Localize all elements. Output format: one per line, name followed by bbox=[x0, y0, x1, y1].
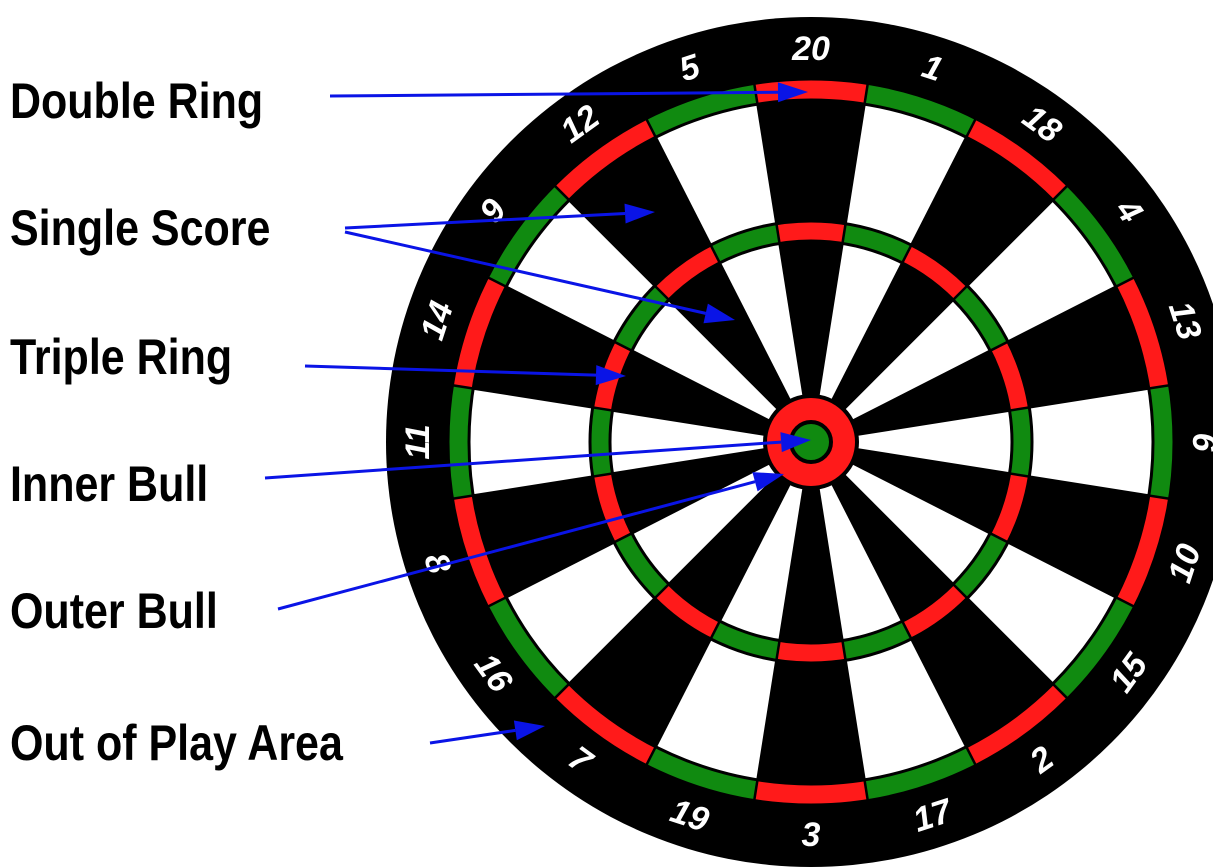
labels: Double Ring Single Score Triple Ring Inn… bbox=[10, 73, 344, 771]
board-segments bbox=[448, 79, 1174, 805]
single-score-label: Single Score bbox=[10, 200, 270, 256]
sector-number-3: 3 bbox=[802, 816, 821, 854]
sector-number-11: 11 bbox=[399, 424, 437, 459]
sector-number-20: 20 bbox=[791, 30, 830, 68]
out-of-play-area-label: Out of Play Area bbox=[10, 715, 344, 771]
sector-number-6: 6 bbox=[1185, 433, 1213, 453]
inner-bull-label: Inner Bull bbox=[10, 456, 208, 512]
double-ring-label: Double Ring bbox=[10, 73, 263, 129]
triple-ring-label: Triple Ring bbox=[10, 329, 232, 385]
outer-bull-label: Outer Bull bbox=[10, 583, 218, 639]
